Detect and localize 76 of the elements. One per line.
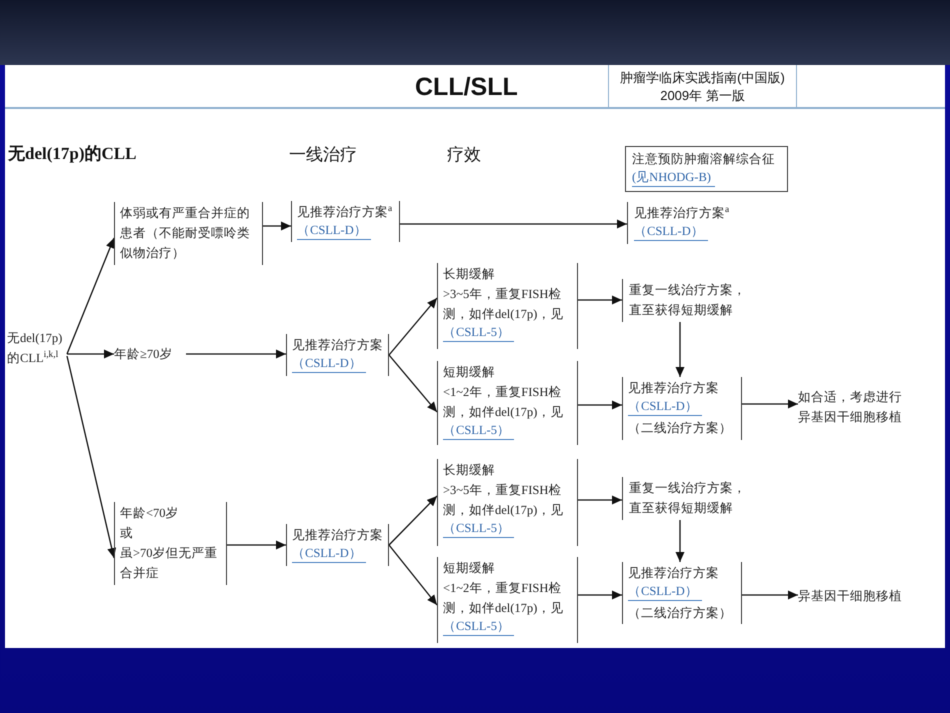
arrow: [742, 590, 798, 600]
cross-reference-link: （CSLL-D）: [292, 355, 366, 373]
node-text: 体弱或有严重合并症的患者（不能耐受嘌呤类似物治疗）: [120, 205, 251, 262]
bracket-box: [437, 459, 578, 546]
arrow: [263, 222, 291, 230]
node-text: 年龄<70岁: [120, 505, 179, 522]
node-text: 长期缓解: [443, 462, 495, 479]
note-box: [625, 146, 788, 192]
bracket-box: [622, 562, 742, 624]
node-text: 见推荐治疗方案: [628, 380, 719, 397]
cross-reference-link: （CSLL-D）: [628, 583, 702, 601]
bracket-box: [437, 361, 578, 445]
node-text: <1~2年，重复FISH检测，如伴del(17p)，见: [443, 580, 564, 617]
node-text: 短期缓解: [443, 560, 495, 577]
node-text: （二线治疗方案）: [628, 420, 732, 437]
node-text: 或: [120, 525, 133, 542]
node-text: >3~5年，重复FISH检测，如伴del(17p)，见: [443, 482, 564, 519]
arrow: [66, 238, 115, 354]
page-title: CLL/SLL: [415, 72, 518, 103]
node-text: 见推荐治疗方案: [292, 337, 383, 354]
arrow: [388, 298, 438, 356]
flow-text: 年龄≥70岁: [114, 344, 186, 364]
bracket-box: [286, 334, 389, 376]
bracket-box: [622, 377, 742, 440]
arrow: [186, 350, 286, 358]
arrow: [388, 354, 438, 412]
node-text: （二线治疗方案）: [628, 605, 732, 622]
node-text: 见推荐治疗方案$^{a}$: [634, 204, 730, 222]
node-text: 重复一线治疗方案，直至获得短期缓解: [629, 480, 747, 517]
node-text: 见推荐治疗方案: [292, 527, 383, 544]
column-heading: 一线治疗: [289, 144, 357, 166]
cross-reference-link: （CSLL-D）: [292, 545, 366, 563]
node-text: 注意预防肿瘤溶解综合征: [632, 151, 775, 168]
column-heading: 疗效: [447, 144, 481, 166]
node-text: 虽>70岁但无严重合并症: [120, 545, 219, 582]
node-text: <1~2年，重复FISH检测，如伴del(17p)，见: [443, 384, 564, 421]
cross-reference-link: （CSLL-D）: [628, 398, 702, 416]
arrow: [676, 322, 684, 377]
cross-reference-link: （CSLL-5）: [443, 422, 514, 440]
flow-text: 如合适，考虑进行异基因干细胞移植: [798, 387, 904, 429]
arrow: [388, 544, 438, 606]
node-text: 见推荐治疗方案$^{a}$: [297, 203, 392, 221]
column-heading: 无del(17p)的CLL: [8, 143, 136, 165]
arrow: [676, 520, 684, 562]
arrow: [578, 400, 622, 410]
arrow: [742, 400, 798, 408]
bracket-box: [114, 502, 227, 585]
cross-reference-link: (见NHODG-B): [632, 169, 715, 187]
bracket-box: [286, 524, 389, 566]
header-box: [608, 65, 797, 108]
bracket-box: [437, 263, 578, 349]
cross-reference-link: （CSLL-5）: [443, 520, 514, 538]
cross-reference-link: （CSLL-5）: [443, 618, 514, 636]
node-text: 见推荐治疗方案: [628, 565, 719, 582]
arrow: [388, 496, 438, 546]
arrow: [67, 350, 114, 358]
flow-text: 无del(17p)的CLL$^{i,k,l}$: [7, 328, 67, 370]
arrow: [66, 356, 116, 558]
header-text: 2009年 第一版: [660, 86, 745, 104]
flow-text: 异基因干细胞移植: [798, 586, 904, 606]
node-text: 长期缓解: [443, 266, 495, 283]
node-text: >3~5年，重复FISH检测，如伴del(17p)，见: [443, 286, 564, 323]
bracket-box: [437, 557, 578, 643]
node-text: 重复一线治疗方案，直至获得短期缓解: [629, 282, 747, 319]
bracket-box: [114, 202, 263, 265]
node-text: 短期缓解: [443, 364, 495, 381]
arrow: [578, 590, 622, 600]
cross-reference-link: （CSLL-5）: [443, 324, 514, 342]
arrow: [578, 296, 622, 304]
header-text: 肿瘤学临床实践指南(中国版): [620, 68, 785, 86]
arrow: [227, 540, 286, 550]
cross-reference-link: （CSLL-D）: [634, 223, 708, 241]
bracket-box: [291, 201, 400, 242]
cross-reference-link: （CSLL-D）: [297, 222, 371, 240]
arrow: [578, 496, 622, 504]
arrow: [400, 220, 627, 228]
